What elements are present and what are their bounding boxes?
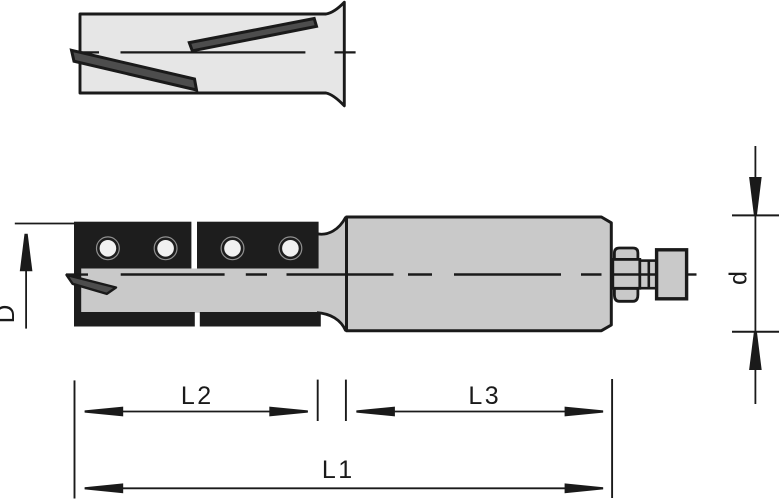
svg-text:L1: L1 xyxy=(322,456,355,484)
svg-text:L2: L2 xyxy=(181,382,214,410)
svg-text:L3: L3 xyxy=(468,382,501,410)
svg-text:d: d xyxy=(725,271,753,285)
svg-text:D: D xyxy=(0,305,20,324)
